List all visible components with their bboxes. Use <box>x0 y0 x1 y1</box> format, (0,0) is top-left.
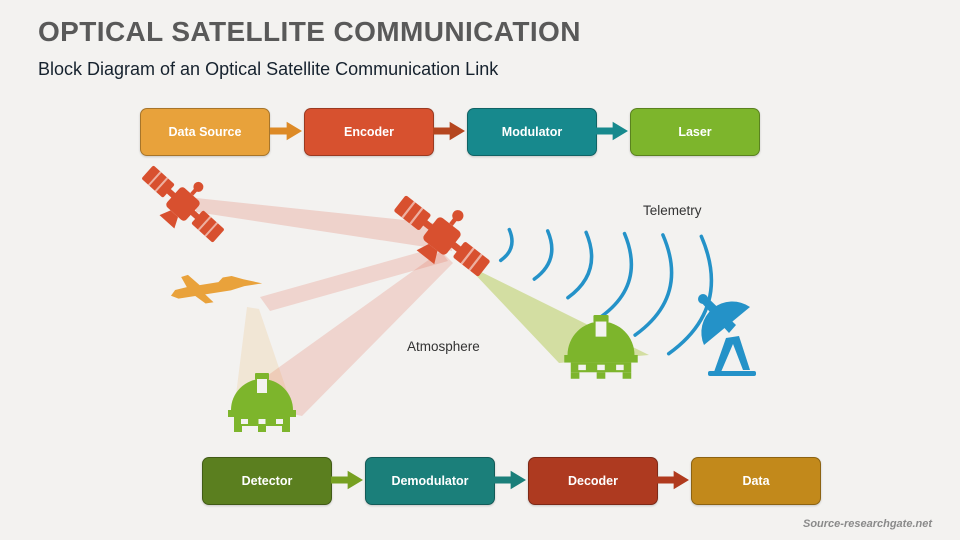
block-modulator: Modulator <box>467 108 597 156</box>
page-title: OPTICAL SATELLITE COMMUNICATION <box>38 16 581 47</box>
block-label: Data <box>742 474 770 488</box>
block-data: Data <box>691 457 821 505</box>
block-label: Laser <box>678 125 712 139</box>
block-label: Data Source <box>168 125 242 139</box>
block-label: Modulator <box>501 125 563 139</box>
fighter-jet-icon <box>170 274 263 304</box>
source-credit: Source-researchgate.net <box>803 518 932 530</box>
block-data-source: Data Source <box>140 108 270 156</box>
block-label: Demodulator <box>391 474 469 488</box>
atmosphere-label: Atmosphere <box>407 339 480 354</box>
telemetry-label: Telemetry <box>643 203 702 218</box>
block-label: Decoder <box>567 474 619 488</box>
block-decoder: Decoder <box>528 457 658 505</box>
block-encoder: Encoder <box>304 108 434 156</box>
block-demodulator: Demodulator <box>365 457 495 505</box>
block-detector: Detector <box>202 457 332 505</box>
optical-beams <box>196 198 453 416</box>
block-label: Detector <box>241 474 293 488</box>
block-laser: Laser <box>630 108 760 156</box>
radar-dish-icon <box>698 294 756 376</box>
block-label: Encoder <box>343 125 394 139</box>
page-subtitle: Block Diagram of an Optical Satellite Co… <box>38 59 499 79</box>
